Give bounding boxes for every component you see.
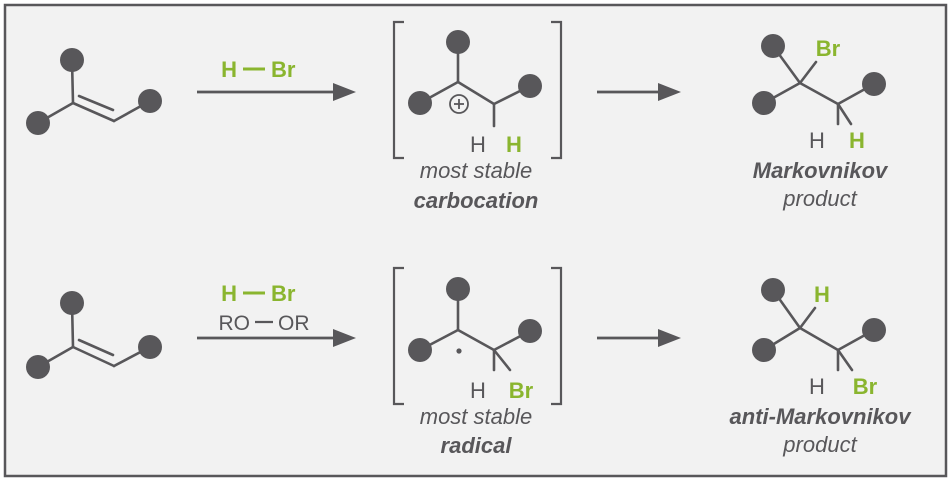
background-panel	[3, 3, 948, 478]
anti-markovnikov-product: H H Br	[752, 278, 886, 399]
intermediate-caption-line1: most stable	[420, 404, 533, 429]
methyl-atom-left	[26, 111, 50, 135]
alkene-reactant-1	[26, 48, 162, 135]
peroxide-right-label: OR	[278, 312, 310, 335]
bracket-right	[551, 20, 563, 160]
product-h-gray: H	[809, 128, 825, 153]
radical-intermediate: H Br	[392, 266, 563, 406]
reagent-br-label: Br	[271, 57, 296, 82]
intermediate-caption-line2: carbocation	[414, 188, 539, 213]
product-caption-line1: Markovnikov	[753, 158, 889, 183]
hbr-reagent-1: H Br	[221, 57, 296, 82]
h-label-gray: H	[470, 132, 486, 157]
reagent-br-label: Br	[271, 281, 296, 306]
peroxide-reagent: RO OR	[219, 312, 310, 335]
product-caption-line2: product	[782, 186, 857, 211]
reagent-h-label: H	[221, 57, 237, 82]
h-label-gray: H	[470, 378, 486, 403]
positive-charge-icon	[449, 94, 469, 114]
product-h-green: H	[849, 128, 865, 153]
h-label-green: H	[506, 132, 522, 157]
reaction-1: H Br H H most stable carbocation	[26, 20, 889, 213]
intermediate-caption-line2: radical	[441, 433, 513, 458]
markovnikov-product: Br H H	[752, 34, 886, 153]
product-h-gray: H	[809, 374, 825, 399]
product-caption-line1: anti-Markovnikov	[730, 404, 913, 429]
product-br-label: Br	[853, 374, 878, 399]
peroxide-left-label: RO	[219, 312, 251, 335]
hbr-reagent-2: H Br	[221, 281, 296, 306]
br-label-green: Br	[509, 378, 534, 403]
bracket-left	[392, 20, 404, 160]
radical-dot-icon	[456, 348, 462, 354]
product-br-label: Br	[816, 36, 841, 61]
reagent-h-label: H	[221, 281, 237, 306]
reaction-2: H Br RO OR H Br most stable radical	[26, 266, 913, 458]
product-caption-line2: product	[782, 432, 857, 457]
methyl-atom-right	[138, 89, 162, 113]
reaction-arrow-4	[597, 329, 681, 347]
bracket-left	[392, 266, 404, 406]
reaction-arrow-1	[197, 83, 356, 101]
product-h-green: H	[814, 282, 830, 307]
bracket-right	[551, 266, 563, 406]
carbocation-intermediate: H H	[392, 20, 563, 160]
intermediate-caption-line1: most stable	[420, 158, 533, 183]
reaction-arrow-3	[197, 329, 356, 347]
alkene-reactant-2	[26, 291, 162, 379]
reaction-arrow-2	[597, 83, 681, 101]
methyl-atom-top	[60, 48, 84, 72]
